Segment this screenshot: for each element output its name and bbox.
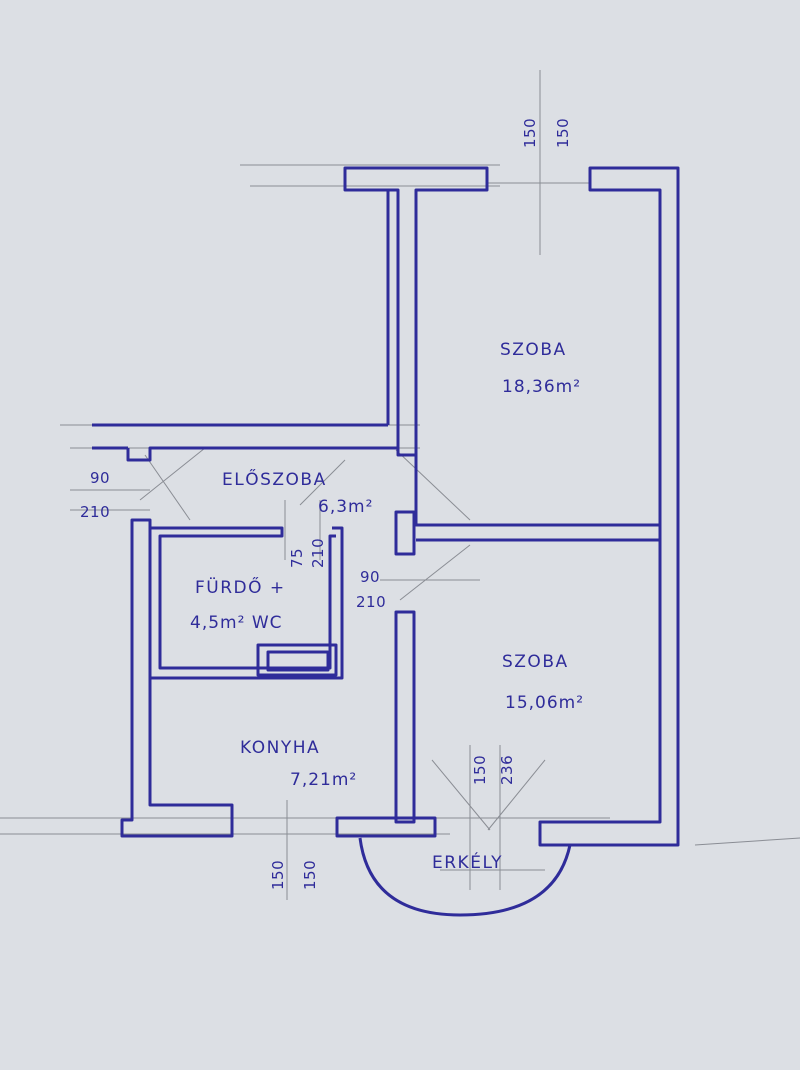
room-area-szoba-top: 18,36m² bbox=[502, 377, 581, 397]
dim-bottom-window-1: 150 bbox=[269, 860, 287, 890]
room-area-furdo: 4,5m² WC bbox=[190, 613, 283, 633]
room-area-konyha: 7,21m² bbox=[290, 770, 357, 790]
dim-bottom-window-2: 150 bbox=[301, 860, 319, 890]
room-name-szoba-bottom: SZOBA bbox=[502, 652, 569, 672]
dim-bath-door-width: 75 bbox=[288, 548, 306, 568]
dim-top-window-1: 150 bbox=[521, 118, 539, 148]
dim-door-left-width: 90 bbox=[90, 469, 110, 487]
room-area-szoba-bottom: 15,06m² bbox=[505, 693, 584, 713]
pencil-construction-lines bbox=[0, 70, 800, 900]
room-area-eloszoba: 6,3m² bbox=[318, 497, 373, 517]
dim-bath-door-height: 210 bbox=[309, 538, 327, 568]
room-name-konyha: KONYHA bbox=[240, 738, 320, 758]
room-name-eloszoba: ELŐSZOBA bbox=[222, 468, 327, 490]
dim-balcony-door-height: 236 bbox=[498, 755, 516, 785]
walls bbox=[92, 166, 680, 847]
room-name-furdo: FÜRDŐ + bbox=[195, 576, 286, 598]
dim-top-window-2: 150 bbox=[554, 118, 572, 148]
dim-balcony-door-width: 150 bbox=[471, 755, 489, 785]
room-name-erkely: ERKÉLY bbox=[432, 851, 503, 873]
balcony-outline bbox=[358, 837, 572, 917]
dim-door-mid-width: 90 bbox=[360, 568, 380, 586]
dim-door-left-height: 210 bbox=[80, 503, 110, 521]
dim-door-mid-height: 210 bbox=[356, 593, 386, 611]
room-name-szoba-top: SZOBA bbox=[500, 340, 567, 360]
